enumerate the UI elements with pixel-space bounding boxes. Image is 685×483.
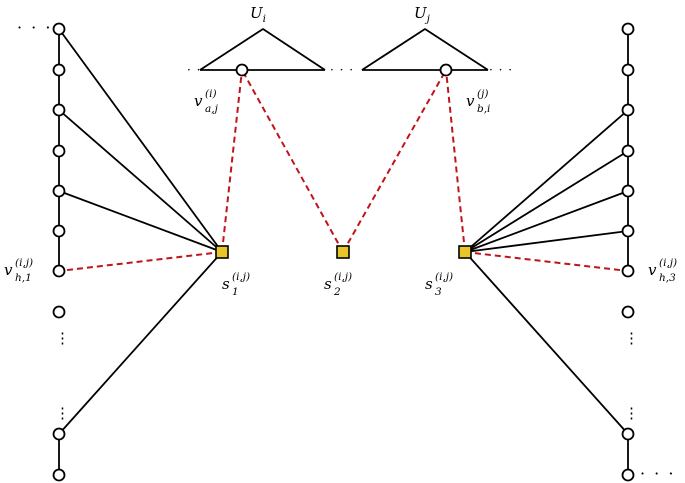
- label-s2: s (i,j) 2: [324, 271, 352, 298]
- svg-text:s: s: [425, 275, 433, 293]
- vdots-right-lower: ⋮: [624, 404, 639, 422]
- edge-s3-v-bottom: [464, 251, 629, 435]
- edge-s1-v-bottom: [58, 251, 223, 435]
- edge-s1-v4: [58, 190, 223, 253]
- label-U-j: Uj: [414, 4, 431, 25]
- svg-text:(i,j): (i,j): [659, 257, 677, 269]
- dashed-s3-v-h3: [464, 251, 629, 272]
- right-node: [621, 144, 635, 158]
- edge-s1-v2: [58, 109, 223, 253]
- left-node: [52, 103, 66, 117]
- node-v-a-j: [235, 63, 249, 77]
- left-node: [52, 427, 66, 441]
- node-s3: [458, 245, 472, 259]
- svg-text:v: v: [4, 261, 13, 279]
- s3-solid-edges: [464, 109, 629, 435]
- dashed-s3-v-b-i: [445, 69, 466, 253]
- ellipsis-top-left-baseline: · · ·: [187, 63, 211, 77]
- left-node: [52, 63, 66, 77]
- right-node: [621, 22, 635, 36]
- left-node-v-h1: [52, 264, 66, 278]
- label-v-a-j: v (i) a,j: [194, 88, 219, 115]
- vdots-right-upper: ⋮: [624, 329, 639, 347]
- label-s3: s (i,j) 3: [425, 271, 453, 298]
- ellipsis-top-middle: · · ·: [330, 63, 354, 77]
- svg-text:a,j: a,j: [205, 103, 219, 115]
- left-node: [52, 144, 66, 158]
- dashed-s1-v-h1: [58, 251, 223, 272]
- right-node: [621, 103, 635, 117]
- svg-text:1: 1: [232, 286, 239, 298]
- label-v-b-i: v (j) b,i: [466, 88, 490, 115]
- svg-text:(i): (i): [205, 88, 217, 100]
- svg-text:(i,j): (i,j): [334, 271, 352, 283]
- dashed-s2-v-b-i: [342, 69, 447, 253]
- svg-text:3: 3: [435, 286, 442, 298]
- triangle-U-i: [199, 28, 326, 71]
- ellipsis-bottom-right: · · ·: [640, 464, 675, 483]
- label-s1: s (i,j) 1: [222, 271, 250, 298]
- label-U-i: Ui: [250, 4, 266, 25]
- right-node-v-h3: [621, 264, 635, 278]
- left-path-nodes: [52, 22, 66, 482]
- ellipsis-top-left: · · ·: [17, 18, 52, 37]
- edge-s1-v0: [58, 28, 223, 253]
- svg-text:v: v: [648, 261, 657, 279]
- edge-s3-v0: [464, 109, 629, 253]
- right-node: [621, 184, 635, 198]
- svg-text:h,3: h,3: [659, 272, 676, 284]
- left-node: [52, 468, 66, 482]
- svg-text:(i,j): (i,j): [435, 271, 453, 283]
- vdots-left-upper: ⋮: [55, 329, 70, 347]
- special-nodes: [215, 245, 472, 259]
- left-node: [52, 22, 66, 36]
- svg-text:v: v: [194, 92, 203, 110]
- svg-text:(j): (j): [477, 88, 488, 100]
- svg-text:(i,j): (i,j): [15, 257, 33, 269]
- node-v-b-i: [439, 63, 453, 77]
- label-v-h3: v (i,j) h,3: [648, 257, 677, 284]
- tree-nodes: [235, 63, 453, 77]
- triangles: [199, 28, 489, 71]
- dashed-s2-v-a-j: [241, 69, 344, 253]
- svg-text:h,1: h,1: [15, 272, 32, 284]
- left-node: [52, 184, 66, 198]
- node-s2: [336, 245, 350, 259]
- node-s1: [215, 245, 229, 259]
- right-node: [621, 468, 635, 482]
- label-v-h1: v (i,j) h,1: [4, 257, 33, 284]
- right-node: [621, 224, 635, 238]
- triangle-U-j: [361, 28, 489, 71]
- edge-s3-v2: [464, 190, 629, 253]
- dashed-s1-v-a-j: [221, 69, 243, 253]
- svg-text:(i,j): (i,j): [232, 271, 250, 283]
- svg-text:2: 2: [333, 286, 341, 298]
- edge-s3-v1: [464, 150, 629, 253]
- left-node: [52, 305, 66, 319]
- s1-solid-edges: [58, 28, 223, 435]
- edge-s3-v3: [464, 230, 629, 253]
- left-node: [52, 224, 66, 238]
- vdots-left-lower: ⋮: [55, 404, 70, 422]
- svg-text:b,i: b,i: [477, 103, 490, 115]
- right-node: [621, 63, 635, 77]
- ellipsis-top-right-baseline: · · ·: [489, 63, 513, 77]
- right-node: [621, 305, 635, 319]
- right-path-nodes: [621, 22, 635, 482]
- svg-text:s: s: [324, 275, 332, 293]
- svg-text:v: v: [466, 92, 475, 110]
- dashed-edges: [58, 69, 629, 272]
- svg-text:s: s: [222, 275, 230, 293]
- right-node: [621, 427, 635, 441]
